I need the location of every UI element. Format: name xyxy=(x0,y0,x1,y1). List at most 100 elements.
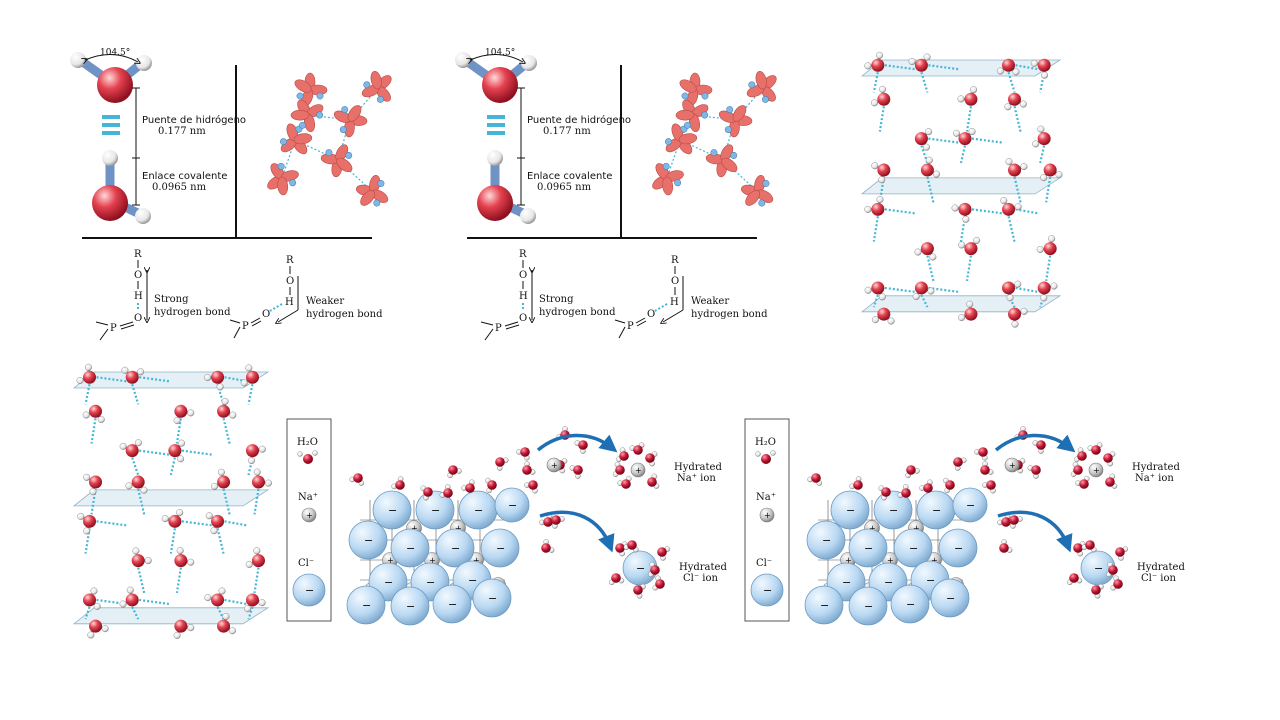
hydrogen-bond-dash xyxy=(1013,176,1022,203)
svg-text:−: − xyxy=(426,576,435,589)
hydrogen-bond-dash xyxy=(181,520,212,527)
o-atom: O xyxy=(262,309,270,320)
water-molecule-icon xyxy=(871,162,891,184)
water-molecule-icon xyxy=(1036,235,1057,256)
water-molecule-icon xyxy=(657,546,671,561)
water-molecule-icon xyxy=(87,619,109,639)
hydrogen-bond-dash xyxy=(878,106,885,132)
chloride-ion-icon: − xyxy=(480,528,520,568)
water-molecule-icon xyxy=(609,573,625,586)
hydrogen-bond-dash xyxy=(1045,255,1052,282)
svg-text:+: + xyxy=(429,556,436,565)
water-molecule-icon xyxy=(245,444,266,465)
o-atom: O xyxy=(286,276,294,287)
water-molecule-icon xyxy=(647,473,660,489)
hydrogen-bond-dash xyxy=(84,384,91,405)
hydrogen-bond-dash xyxy=(169,457,176,476)
arrow-icon xyxy=(536,433,618,453)
water-molecule-icon xyxy=(83,473,103,496)
sodium-sign: + xyxy=(306,511,313,520)
orbital-icon xyxy=(356,175,389,207)
svg-text:−: − xyxy=(636,562,645,575)
orbital-icon xyxy=(361,71,392,103)
chloride-ion-icon: − xyxy=(292,573,326,607)
r-atom: R xyxy=(134,249,142,260)
hydrogen-bond-dash xyxy=(1007,216,1016,242)
chloride-ion-icon: − xyxy=(372,490,412,530)
svg-text:−: − xyxy=(448,598,457,611)
h-atom: H xyxy=(285,297,294,308)
svg-text:+: + xyxy=(635,466,642,475)
hydrogen-bond-dash xyxy=(96,376,127,383)
arrow-icon xyxy=(539,510,615,553)
water-molecule-icon xyxy=(912,281,935,300)
water-molecule-icon xyxy=(1008,307,1028,328)
hydrogen-bond-dash xyxy=(175,567,182,594)
water-molecule-icon xyxy=(522,461,536,475)
water-molecule-icon xyxy=(952,128,976,146)
hydrogen-bond-dash xyxy=(971,137,1003,144)
water-molecule-icon xyxy=(173,404,195,425)
r-atom: R xyxy=(286,255,294,266)
water-molecule-icon xyxy=(119,439,142,458)
water-molecule-icon xyxy=(447,465,462,479)
water-molecule-icon xyxy=(82,404,105,424)
hydrogen-bond-label: Puente de hidrógeno xyxy=(142,114,246,126)
hydrogen-bond-dash xyxy=(139,449,170,456)
hydrated-chloride-label: Hydrated xyxy=(679,562,727,573)
water-molecule-icon xyxy=(76,363,97,385)
water-molecule-icon xyxy=(173,619,195,639)
water-molecule-icon xyxy=(652,575,665,591)
hydrated-sodium-label: Hydrated xyxy=(674,462,722,473)
dissolution-panel-copy xyxy=(745,419,1185,625)
water-molecule-icon xyxy=(297,450,318,464)
water-molecule-icon xyxy=(864,51,885,72)
hydrogen-bond-dash xyxy=(224,598,247,606)
water-molecule-icon xyxy=(244,593,266,613)
water-molecule-icon xyxy=(1040,163,1063,182)
svg-text:−: − xyxy=(468,574,477,587)
orbital-icon xyxy=(320,144,353,178)
hydrogen-bond-dash xyxy=(181,449,212,456)
hydrogen-bond-dash xyxy=(349,87,379,121)
hydrogen-bond-dash xyxy=(247,384,254,405)
hydrogen-bond-dash xyxy=(307,114,351,121)
water-molecule-icon xyxy=(516,447,530,461)
svg-text:−: − xyxy=(496,542,505,555)
water-molecule-icon xyxy=(168,439,186,463)
hydrogen-bond-dash xyxy=(1039,145,1046,164)
hydrogen-bond-dash xyxy=(928,64,960,71)
hydrogen-bond-dash xyxy=(224,520,247,527)
svg-text:−: − xyxy=(508,499,517,512)
hydrogen-bond-dash xyxy=(131,457,140,476)
hydrogen-bond-dash xyxy=(281,139,296,179)
hydrogen-bond-dash xyxy=(90,418,97,444)
hydrogen-bond-dash xyxy=(1015,286,1039,294)
hydrogen-bond-dash xyxy=(137,488,146,515)
water-molecule-icon xyxy=(485,477,497,494)
chloride-ion-icon: − xyxy=(494,487,530,523)
water-molecule-icon xyxy=(1000,197,1022,216)
hydrogen-bond-dash xyxy=(247,457,254,476)
water-molecule-icon xyxy=(551,515,565,529)
chloride-ion-icon: − xyxy=(390,528,430,568)
svg-text:+: + xyxy=(387,556,394,565)
hydrogen-bond-dash xyxy=(959,145,967,164)
water-molecule-icon xyxy=(211,468,231,490)
lattice-plane xyxy=(860,59,1062,77)
water-molecule-icon xyxy=(864,196,885,216)
water-molecule-icon xyxy=(251,468,272,489)
water-molecule-icon xyxy=(871,307,895,325)
svg-text:+: + xyxy=(473,556,480,565)
water-molecule-icon xyxy=(958,300,978,322)
chloride-ion-icon: − xyxy=(472,578,512,618)
water-molecule-icon xyxy=(1037,281,1058,302)
hydrogen-bond-dash xyxy=(926,255,935,282)
water-molecule-icon xyxy=(161,509,184,528)
hydrogen-bond-dash xyxy=(139,598,170,606)
hydrogen-bond-dash xyxy=(1007,71,1016,93)
water-molecule-icon xyxy=(495,457,509,471)
water-molecule-icon xyxy=(996,58,1020,76)
water-molecule-icon xyxy=(864,281,886,301)
water-molecule-icon xyxy=(957,86,978,106)
